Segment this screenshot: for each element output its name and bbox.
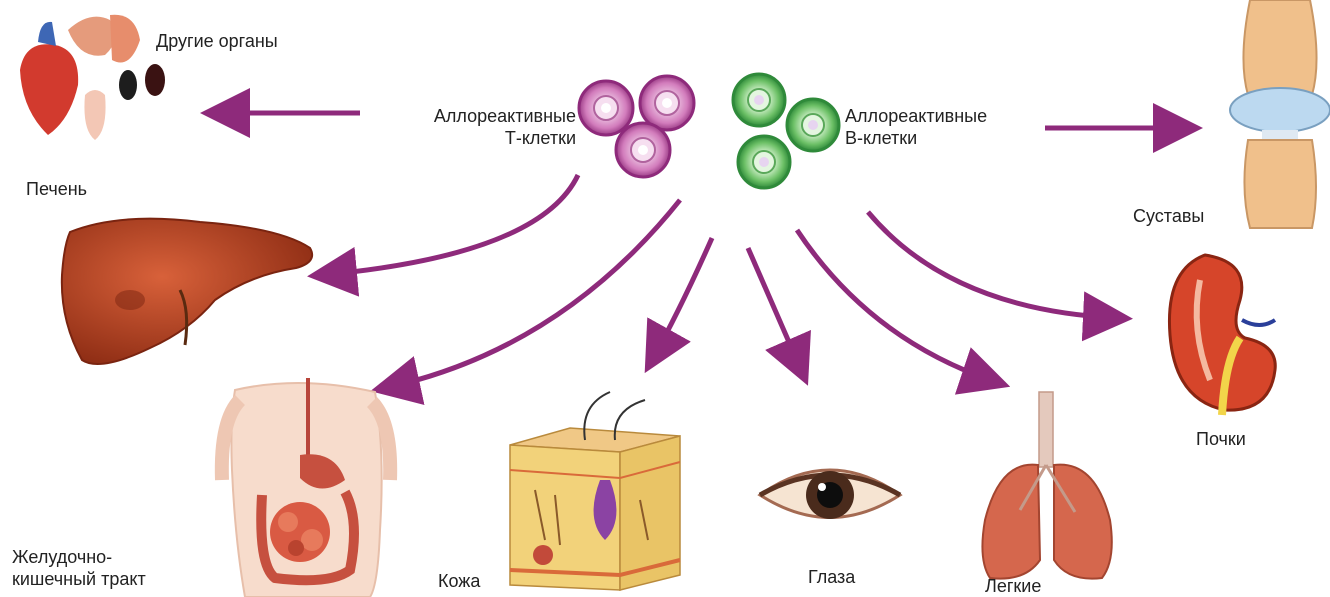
lungs-illustration: [982, 392, 1111, 579]
label-skin: Кожа: [438, 570, 480, 592]
label-lungs: Легкие: [985, 575, 1041, 597]
arrow-to-lungs: [797, 230, 996, 382]
kidney-illustration: [1169, 255, 1275, 415]
sweat-gland-shape: [533, 545, 553, 565]
label-eyes: Глаза: [808, 566, 855, 588]
arrow-to-liver: [322, 175, 578, 275]
arrow-to-gi-tract: [385, 200, 680, 388]
b-cell: [733, 74, 785, 126]
label-other-organs: Другие органы: [156, 30, 278, 52]
liver-illustration: [62, 219, 312, 364]
t-cell: [579, 81, 633, 135]
label-b-cells-line2: В-клетки: [845, 127, 987, 149]
left-lung-shape: [982, 465, 1040, 579]
label-liver: Печень: [26, 178, 87, 200]
b-cells-illustration: [733, 74, 839, 188]
spleen-shape: [68, 17, 115, 56]
label-kidneys: Почки: [1196, 428, 1246, 450]
t-cell: [640, 76, 694, 130]
arrow-to-kidneys: [868, 212, 1118, 318]
stomach-shape: [110, 15, 140, 63]
joint-illustration: [1230, 0, 1330, 228]
other-organs-illustration: [20, 15, 165, 140]
arrow-to-skin: [652, 238, 712, 360]
label-t-cells-line2: Т-клетки: [400, 127, 576, 149]
arrows: [215, 113, 1188, 388]
kidney-right-shape: [145, 64, 165, 96]
trachea-shape: [1039, 392, 1053, 467]
label-gi-tract: Желудочно- кишечный тракт: [12, 546, 146, 590]
b-cell: [787, 99, 839, 151]
label-gi-tract-line1: Желудочно-: [12, 546, 146, 568]
arrow-to-eyes: [748, 248, 802, 372]
skin-illustration: [510, 392, 680, 590]
label-gi-tract-line2: кишечный тракт: [12, 568, 146, 590]
label-b-cells: Аллореактивные В-клетки: [845, 105, 987, 149]
label-t-cells-line1: Аллореактивные: [400, 105, 576, 127]
gi-tract-illustration: [222, 378, 390, 597]
t-cell: [616, 123, 670, 177]
heart-shape: [20, 44, 78, 135]
right-lung-shape: [1054, 465, 1112, 579]
label-b-cells-line1: Аллореактивные: [845, 105, 987, 127]
b-cell: [738, 136, 790, 188]
t-cells-illustration: [579, 76, 694, 177]
thyroid-shape: [84, 90, 105, 140]
eye-illustration: [760, 470, 900, 519]
kidney-left-shape: [119, 70, 137, 100]
label-joints: Суставы: [1133, 205, 1204, 227]
label-t-cells: Аллореактивные Т-клетки: [400, 105, 576, 149]
